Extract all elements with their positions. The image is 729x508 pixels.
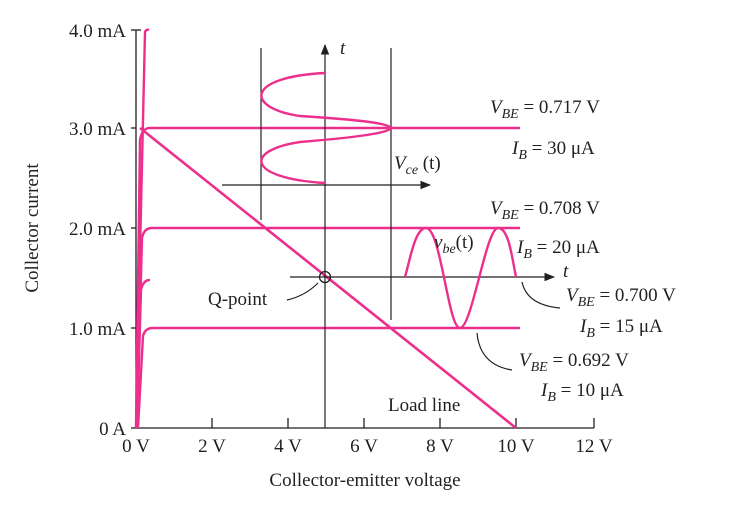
q-point-marker [318,270,332,284]
x-tick-label: 2 V [198,436,226,457]
x-tick-label: 10 V [497,436,534,457]
vce-label: Vce (t) [394,153,441,178]
y-axis-title: Collector current [22,163,43,293]
x-tick-label: 8 V [426,436,454,457]
y-tick-labels: 0 A 1.0 mA 2.0 mA 3.0 mA 4.0 mA [69,21,126,440]
vce-argument: (t) [418,153,441,174]
q-point-leader [286,282,319,301]
characteristic-curves [134,28,520,429]
t-label-horizontal: t [563,261,569,282]
q-point-label: Q-point [208,289,268,310]
curve-ib-10 [136,326,520,429]
vbe-0700-label: VBE = 0.700 V [566,285,676,310]
y-tick-label: 2.0 mA [69,219,126,240]
vce-symbol: V [394,153,408,174]
vbe-symbol: v [434,232,443,253]
ib-30-label: IB = 30 μA [511,138,595,163]
ib-15-label: IB = 15 μA [579,316,663,341]
y-tick-label: 1.0 mA [69,319,126,340]
vbe-waveform [403,226,518,330]
vbe-subscript: be [442,242,455,257]
y-tick-label: 3.0 mA [69,119,126,140]
vbe-0708-label: VBE = 0.708 V [490,198,600,223]
vbe-argument: (t) [456,232,474,253]
vbe-0700-leader [521,281,561,309]
vce-waveform [260,71,393,185]
x-tick-label: 6 V [350,436,378,457]
x-tick-label: 0 V [122,436,150,457]
y-tick-label: 4.0 mA [69,21,126,42]
load-line [139,126,517,430]
vbe-0692-leader [476,332,513,371]
curve-labels: VBE = 0.717 V IB = 30 μA VBE = 0.708 V I… [476,97,676,405]
curve-ib-20 [135,226,520,429]
x-tick-labels: 0 V 2 V 4 V 6 V 8 V 10 V 12 V [122,436,613,457]
ib-20-label: IB = 20 μA [516,237,600,262]
vbe-0692-label: VBE = 0.692 V [519,350,629,375]
guide-lines [222,43,556,428]
vce-subscript: ce [406,163,418,178]
x-tick-label: 4 V [274,436,302,457]
vbe-label: vbe(t) [434,232,474,257]
x-tick-label: 12 V [575,436,612,457]
t-label-vertical: t [340,38,346,59]
y-tick-label: 0 A [99,419,126,440]
x-axis-title: Collector-emitter voltage [269,470,460,491]
curve-ib-15-knee [135,278,151,429]
ib-10-label: IB = 10 μA [540,380,624,405]
load-line-label: Load line [388,395,460,416]
vbe-0717-label: VBE = 0.717 V [490,97,600,122]
curve-steep-rise [134,28,150,429]
